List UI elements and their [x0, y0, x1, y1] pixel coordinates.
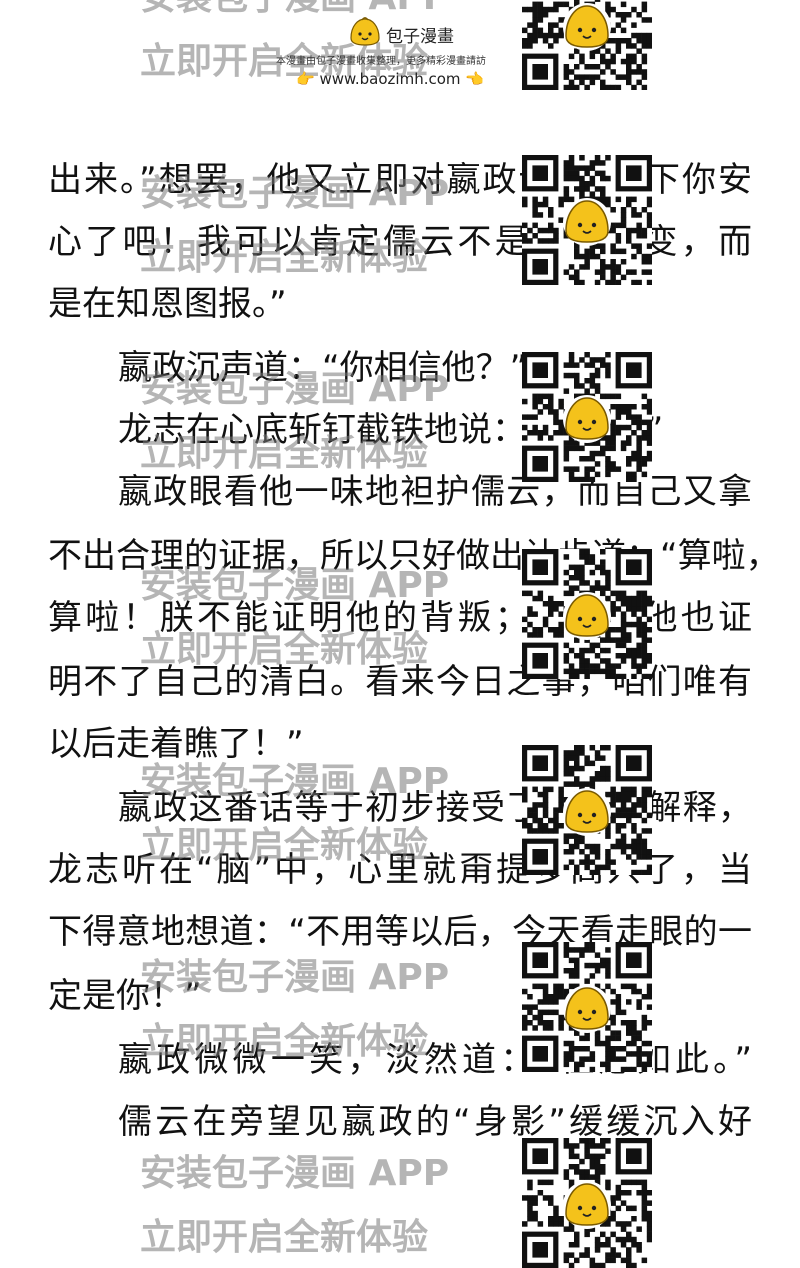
site-name: 包子漫畫: [386, 27, 454, 47]
pointing-left-hand-icon: 👈: [465, 70, 484, 88]
text-line: 下得意地想道：“不用等以后，今天看走眼的一: [48, 912, 752, 952]
text-line: 嬴政沉声道：“你相信他？”: [118, 348, 528, 388]
site-tagline: 本漫畫由包子漫畫收集整理，更多精彩漫畫請訪: [276, 56, 486, 67]
site-badge[interactable]: 包子漫畫 本漫畫由包子漫畫收集整理，更多精彩漫畫請訪 👉 www.baozimh…: [270, 8, 530, 90]
text-line: 嬴政微微一笑，淡然道：“但愿如此。”: [118, 1040, 752, 1080]
text-line: 心了吧！我可以肯定儒云不是投敌叛变，而: [48, 222, 752, 262]
text-line: 龙志在心底斩钉截铁地说：“是的！”: [118, 410, 664, 450]
novel-page: 出来。”想罢，他又立即对嬴政说：“这下你安 心了吧！我可以肯定儒云不是投敌叛变，…: [48, 160, 780, 1142]
text-line: 儒云在旁望见嬴政的“身影”缓缓沉入好: [118, 1102, 752, 1142]
text-line: 是在知恩图报。”: [48, 284, 287, 324]
text-line: 龙志听在“脑”中，心里就甭提多高兴了，当: [48, 850, 752, 890]
text-line: 以后走着瞧了！”: [48, 724, 304, 764]
text-line: 定是你！”: [48, 976, 202, 1016]
site-url[interactable]: www.baozimh.com: [319, 70, 461, 88]
text-line: 嬴政这番话等于初步接受了龙志的解释，: [118, 788, 752, 828]
text-line: 明不了自己的清白。看来今日之事，咱们唯有: [48, 662, 752, 702]
text-line: 嬴政眼看他一味地袒护儒云，而自己又拿: [118, 472, 752, 512]
site-url-row[interactable]: 👉 www.baozimh.com 👈: [296, 70, 484, 88]
text-line: 算啦！朕不能证明他的背叛；但是，他也证: [48, 598, 752, 638]
bun-mascot-icon: [350, 17, 380, 46]
text-line: 出来。”想罢，他又立即对嬴政说：“这下你安: [48, 160, 752, 200]
text-line: 不出合理的证据，所以只好做出让步道：“算啦，: [48, 536, 780, 576]
pointing-right-hand-icon: 👉: [296, 70, 315, 88]
